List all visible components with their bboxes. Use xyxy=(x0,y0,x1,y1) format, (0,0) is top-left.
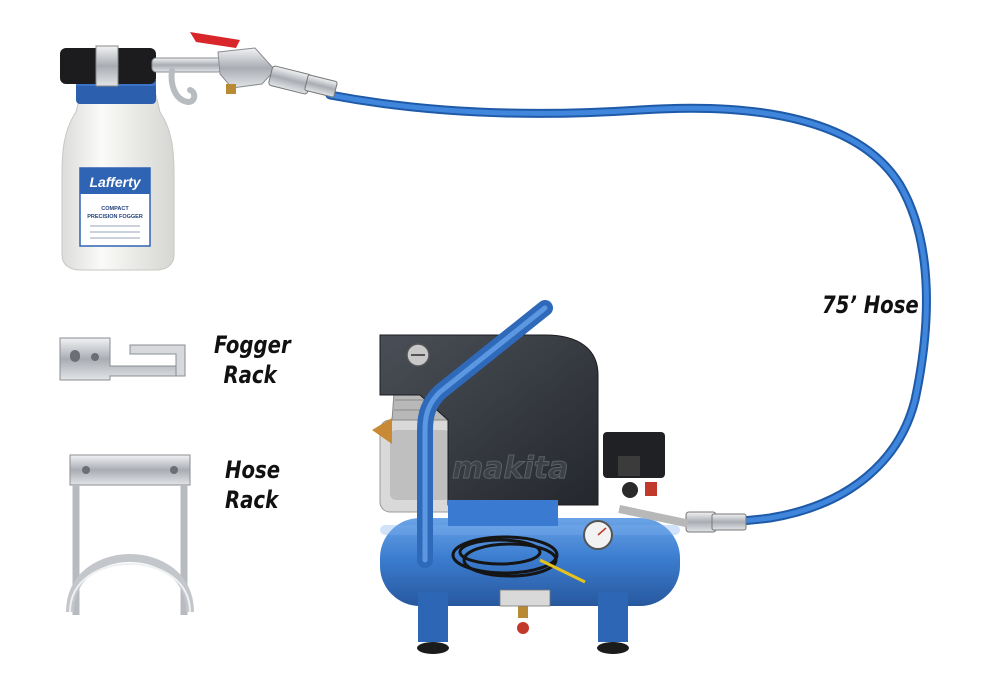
hose-rack-label-line2: Rack xyxy=(225,486,279,514)
hose-rack-bracket xyxy=(66,454,194,615)
fogger-rack-label-line2: Rack xyxy=(223,361,277,389)
bottle-product-line2: PRECISION FOGGER xyxy=(87,214,143,220)
hose-coupler-nut xyxy=(711,513,747,531)
power-cord xyxy=(451,535,586,584)
compressor-brand: makita xyxy=(452,451,568,486)
hose-rack-label-line1: Hose xyxy=(225,456,281,484)
air-compressor: makita xyxy=(372,300,689,654)
fogger-sprayer: Lafferty COMPACT PRECISION FOGGER xyxy=(60,32,338,271)
spray-gun xyxy=(151,57,223,73)
bottle-brand: Lafferty xyxy=(89,174,141,190)
fogger-rack-bracket xyxy=(59,337,186,381)
red-trigger xyxy=(190,32,240,48)
compressor-leg xyxy=(598,592,628,642)
hose-rack-label: Hose Rack xyxy=(225,455,281,515)
compressor-shroud xyxy=(379,334,599,506)
hose-length-label: 75’ Hose xyxy=(822,290,920,320)
fogger-rack-label: Fogger Rack xyxy=(214,330,291,390)
air-hose xyxy=(325,90,931,533)
bottle-product-line1: COMPACT xyxy=(101,206,129,212)
bottle-label: Lafferty COMPACT PRECISION FOGGER xyxy=(79,167,151,247)
compressor-leg xyxy=(418,592,448,642)
fogger-rack-label-line1: Fogger xyxy=(214,331,291,359)
hose-length-text: 75’ Hose xyxy=(822,291,919,319)
